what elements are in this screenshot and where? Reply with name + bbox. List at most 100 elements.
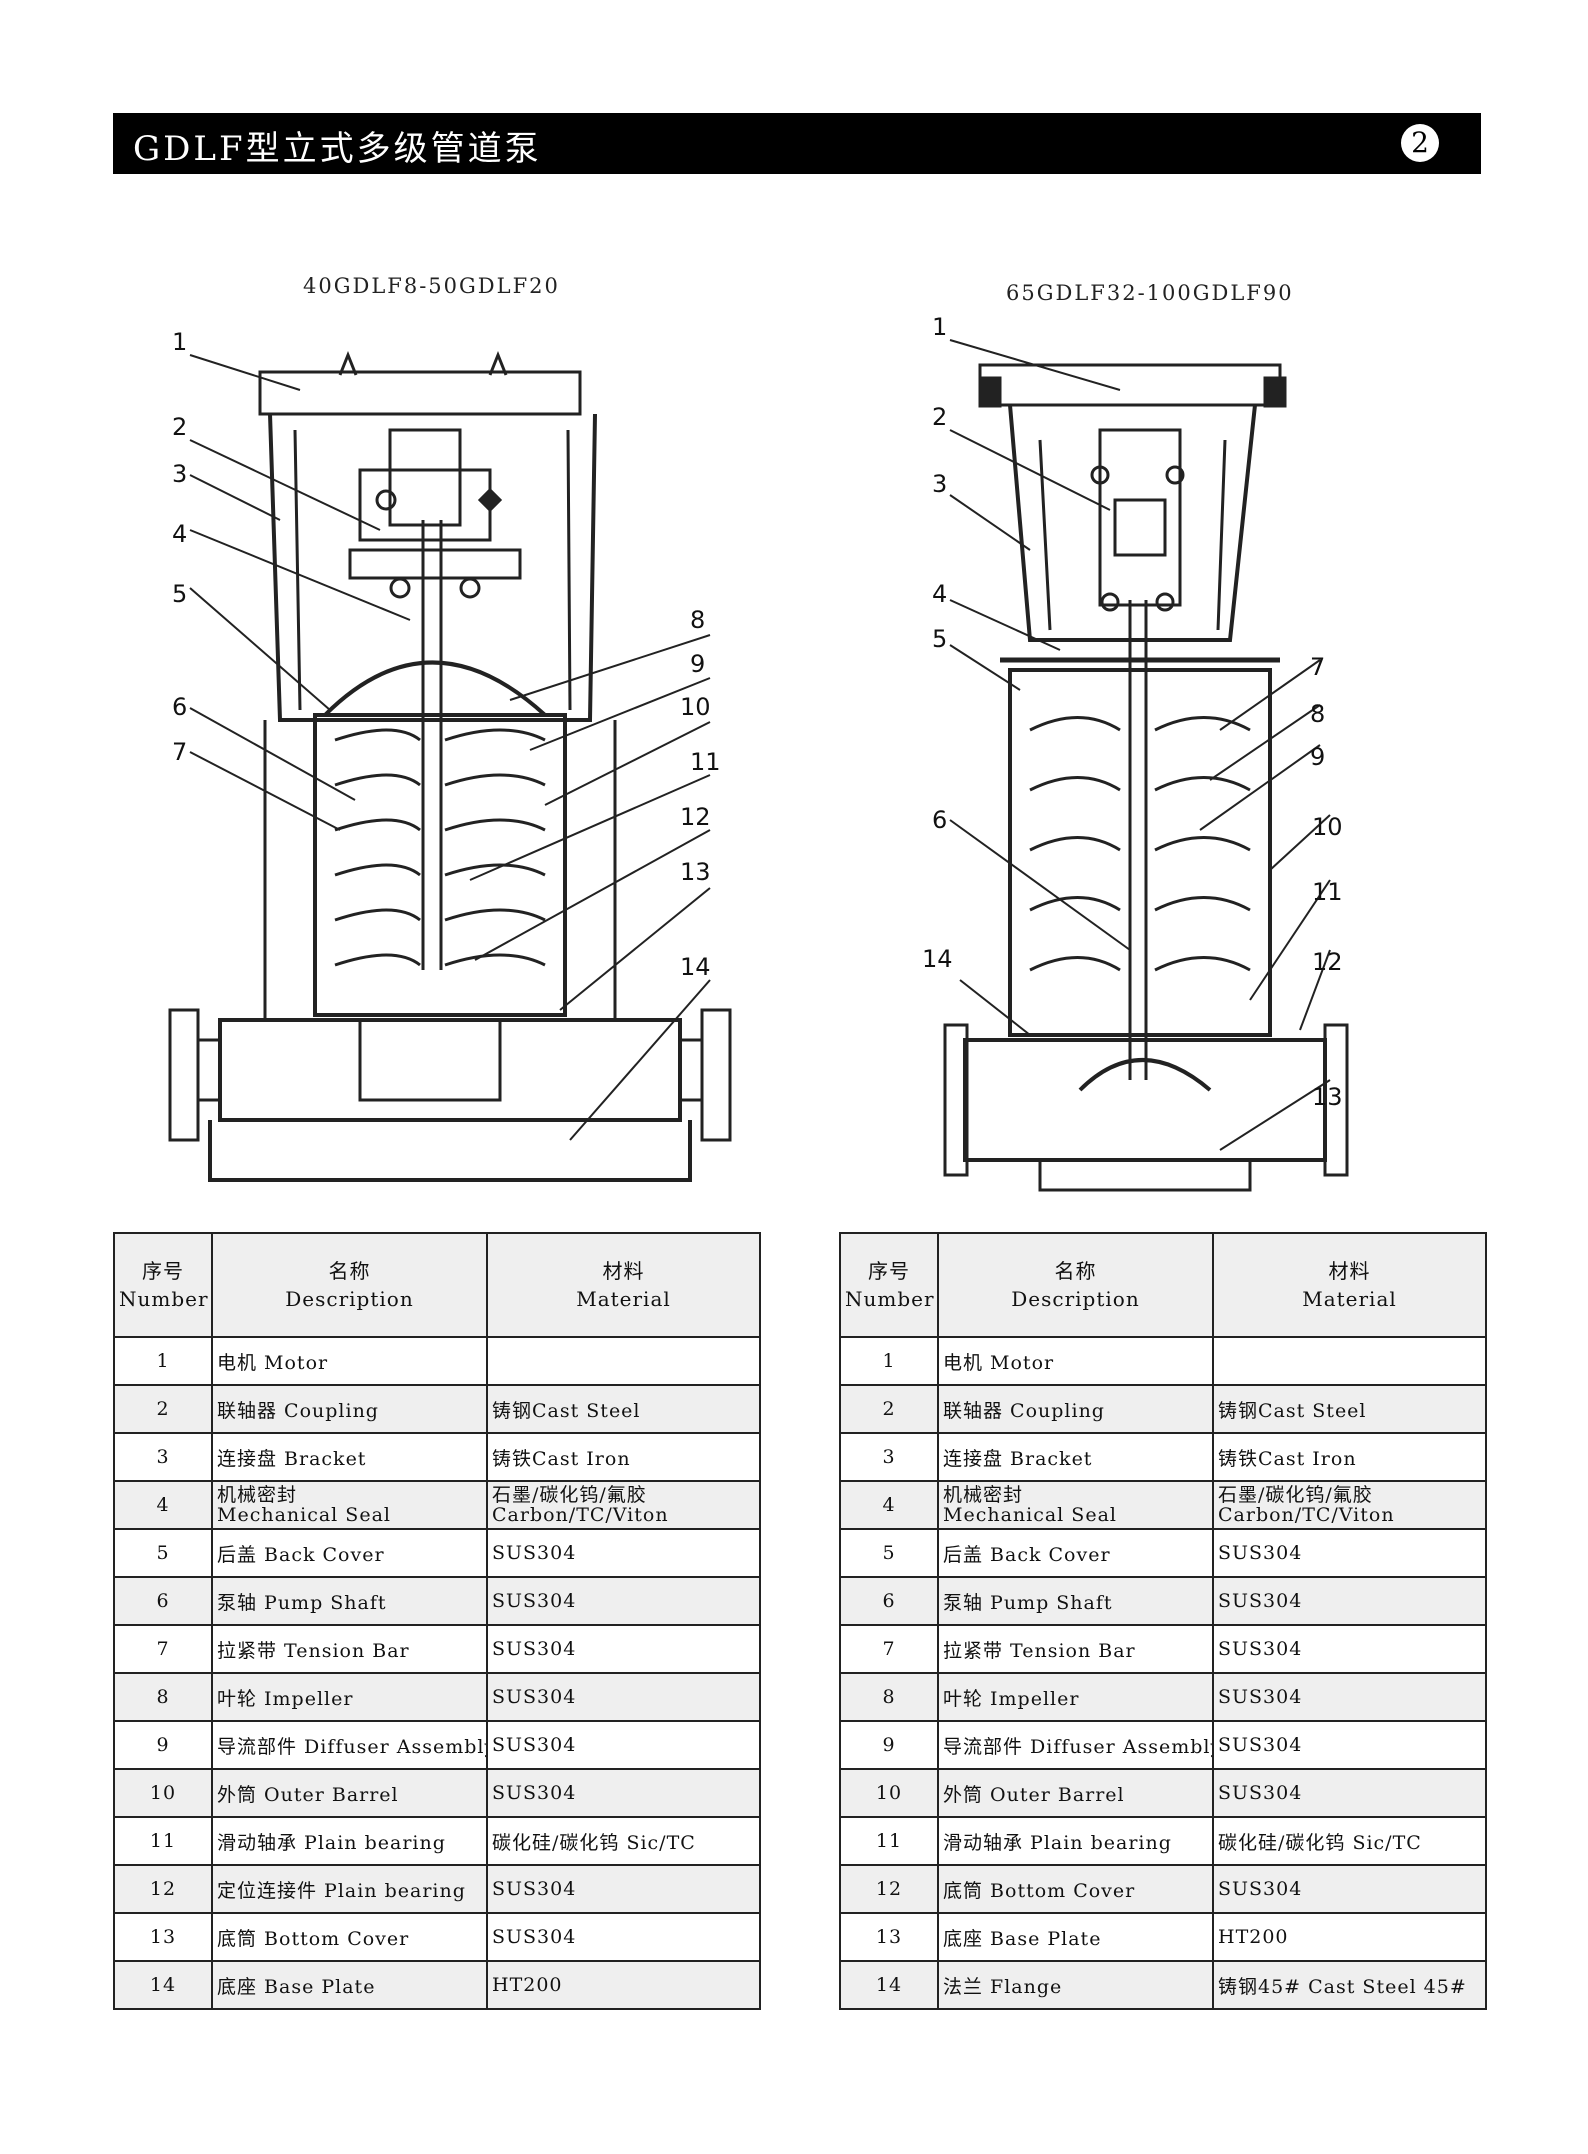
label-5: 5: [172, 580, 187, 608]
cell-description: 底筒 Bottom Cover: [937, 1864, 1214, 1914]
cell-material: 铸铁Cast Iron: [486, 1432, 761, 1482]
label-6: 6: [172, 693, 187, 721]
label-10: 10: [680, 693, 711, 721]
label-3: 3: [932, 470, 947, 498]
cell-description: 定位连接件 Plain bearing: [211, 1864, 488, 1914]
cell-description: 底座 Base Plate: [937, 1912, 1214, 1962]
back-cover: [323, 660, 547, 717]
label-7: 7: [172, 738, 187, 766]
label-8: 8: [1310, 700, 1325, 728]
page-title: GDLF型立式多级管道泵: [133, 129, 542, 169]
cell-material: 碳化硅/碳化钨 Sic/TC: [1212, 1816, 1487, 1866]
label-13: 13: [680, 858, 711, 886]
cell-description: 后盖 Back Cover: [211, 1528, 488, 1578]
cell-number: 4: [839, 1480, 939, 1530]
bracket-outline: [268, 413, 597, 722]
cell-number: 2: [113, 1384, 213, 1434]
cell-number: 9: [113, 1720, 213, 1770]
label-2: 2: [172, 413, 187, 441]
page-header: GDLF型立式多级管道泵 2: [113, 113, 1481, 174]
pump-drawing-large: 1 2 3 4 5 6 7 8 9 10 11 12 13 14: [922, 313, 1349, 1192]
cell-number: 6: [113, 1576, 213, 1626]
cell-material: 铸钢Cast Steel: [486, 1384, 761, 1434]
cell-number: 10: [113, 1768, 213, 1818]
label-1: 1: [932, 313, 947, 341]
cell-number: 12: [839, 1864, 939, 1914]
cell-number: 11: [113, 1816, 213, 1866]
cell-description: 滑动轴承 Plain bearing: [211, 1816, 488, 1866]
cell-material: SUS304: [486, 1864, 761, 1914]
cell-number: 7: [113, 1624, 213, 1674]
cell-number: 8: [839, 1672, 939, 1722]
cell-number: 3: [113, 1432, 213, 1482]
cell-material: SUS304: [1212, 1528, 1487, 1578]
cell-material: 铸铁Cast Iron: [1212, 1432, 1487, 1482]
cell-description: 电机 Motor: [937, 1336, 1214, 1386]
base-plate: [208, 1120, 692, 1182]
label-3: 3: [172, 460, 187, 488]
cell-description: 联轴器 Coupling: [937, 1384, 1214, 1434]
label-12: 12: [680, 803, 711, 831]
cell-description: 叶轮 Impeller: [211, 1672, 488, 1722]
cell-description: 叶轮 Impeller: [937, 1672, 1214, 1722]
cell-material: SUS304: [1212, 1672, 1487, 1722]
cell-description: 电机 Motor: [211, 1336, 488, 1386]
cell-description: 底筒 Bottom Cover: [211, 1912, 488, 1962]
cell-material: SUS304: [1212, 1864, 1487, 1914]
outer-barrel: [1008, 668, 1272, 1037]
cell-material: 铸钢Cast Steel: [1212, 1384, 1487, 1434]
label-14: 14: [922, 945, 953, 973]
coupling: [388, 428, 462, 527]
label-1: 1: [172, 328, 187, 356]
label-6: 6: [932, 806, 947, 834]
cell-description: 泵轴 Pump Shaft: [211, 1576, 488, 1626]
cell-description: 后盖 Back Cover: [937, 1528, 1214, 1578]
cell-description: 导流部件 Diffuser Assembly: [937, 1720, 1214, 1770]
label-9: 9: [690, 650, 705, 678]
label-13: 13: [1312, 1083, 1343, 1111]
label-11: 11: [690, 748, 721, 776]
cell-number: 11: [839, 1816, 939, 1866]
motor-outline: [978, 363, 1282, 407]
cell-number: 3: [839, 1432, 939, 1482]
cell-description: 泵轴 Pump Shaft: [937, 1576, 1214, 1626]
impeller-stages: [334, 728, 546, 967]
coupling: [1098, 428, 1182, 607]
cell-material: SUS304: [486, 1624, 761, 1674]
label-4: 4: [932, 580, 947, 608]
cell-number: 13: [839, 1912, 939, 1962]
cell-number: 10: [839, 1768, 939, 1818]
label-12: 12: [1312, 948, 1343, 976]
outer-barrel: [313, 713, 567, 1017]
label-9: 9: [1310, 743, 1325, 771]
cell-material: [486, 1336, 761, 1386]
impeller-stages: [1029, 716, 1251, 972]
cell-material: SUS304: [486, 1912, 761, 1962]
